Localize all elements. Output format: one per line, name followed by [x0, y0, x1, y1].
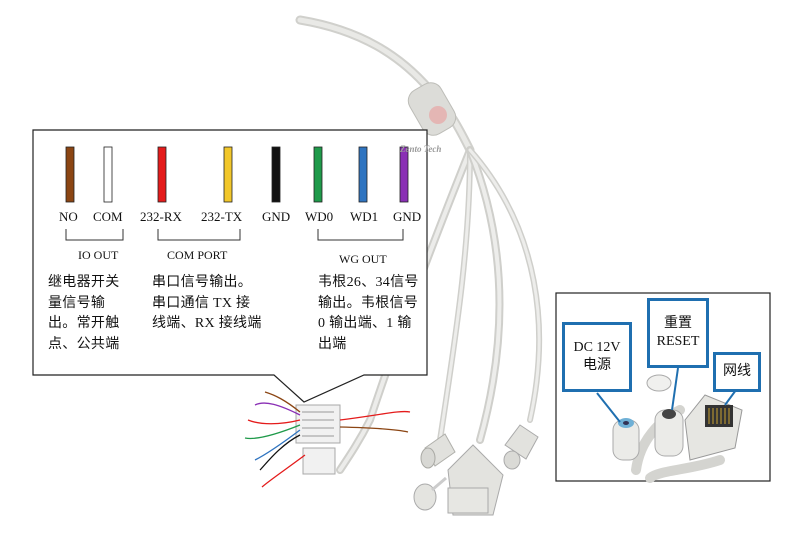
wire-bar-7: [399, 146, 409, 203]
group-title-io-out: IO OUT: [78, 248, 119, 262]
reset-line2: RESET: [656, 334, 700, 349]
reset-line1: 重置: [664, 316, 692, 331]
inset-dc-jack: [612, 418, 640, 461]
dc-line2: 电源: [583, 358, 611, 373]
group-title-wg-out: WG OUT: [339, 252, 387, 266]
wire-label-com: COM: [93, 209, 123, 224]
inset-reset-button: [646, 374, 684, 457]
group-desc-io-out: 继电器开关量信号输出。常开触点、公共端: [48, 275, 120, 352]
label-dc-12v-power: DC 12V 电源: [562, 322, 632, 392]
wire-label-232-tx: 232-TX: [201, 209, 243, 224]
label-reset: 重置 RESET: [647, 298, 709, 368]
wire-label-232-rx: 232-RX: [140, 209, 182, 224]
label-network-cable: 网线: [713, 352, 761, 392]
wire-bar-3: [223, 146, 233, 203]
wire-bar-4: [271, 146, 281, 203]
group-title-com-port: COM PORT: [167, 248, 228, 262]
wire-bar-1: [103, 146, 113, 203]
barrel-connector: [420, 433, 456, 469]
group-brackets: [65, 229, 404, 241]
group-desc-com-port: 串口信号输出。串口通信 TX 接线端、RX 接线端: [152, 275, 262, 331]
wire-bar-6: [358, 146, 368, 203]
wire-label-gnd-1: GND: [262, 209, 291, 224]
group-desc-wg-out: 韦根26、34信号输出。韦根信号 0 输出端、1 输出端: [318, 275, 419, 352]
dc-jack: [503, 424, 539, 470]
ferrite-bead: [407, 82, 457, 136]
wire-label-no: NO: [59, 209, 78, 224]
wire-color-bars: [65, 146, 409, 203]
wire-bar-0: [65, 146, 75, 203]
rj45-connector: [447, 444, 504, 516]
inset-rj45: [684, 394, 743, 461]
wire-label-wd0: WD0: [305, 209, 334, 224]
wire-label-gnd-2: GND: [393, 209, 422, 224]
pointer-lines: [596, 367, 737, 423]
wire-label-wd1: WD1: [350, 209, 379, 224]
reset-cap: [413, 476, 447, 511]
wire-bar-5: [313, 146, 323, 203]
callout-box: [32, 129, 428, 403]
wire-bar-2: [157, 146, 167, 203]
net-label: 网线: [723, 364, 751, 379]
loose-wires: [244, 391, 411, 488]
dc-line1: DC 12V: [573, 340, 621, 355]
watermark: Zento Tech: [400, 144, 442, 154]
terminal-block: [295, 404, 341, 475]
